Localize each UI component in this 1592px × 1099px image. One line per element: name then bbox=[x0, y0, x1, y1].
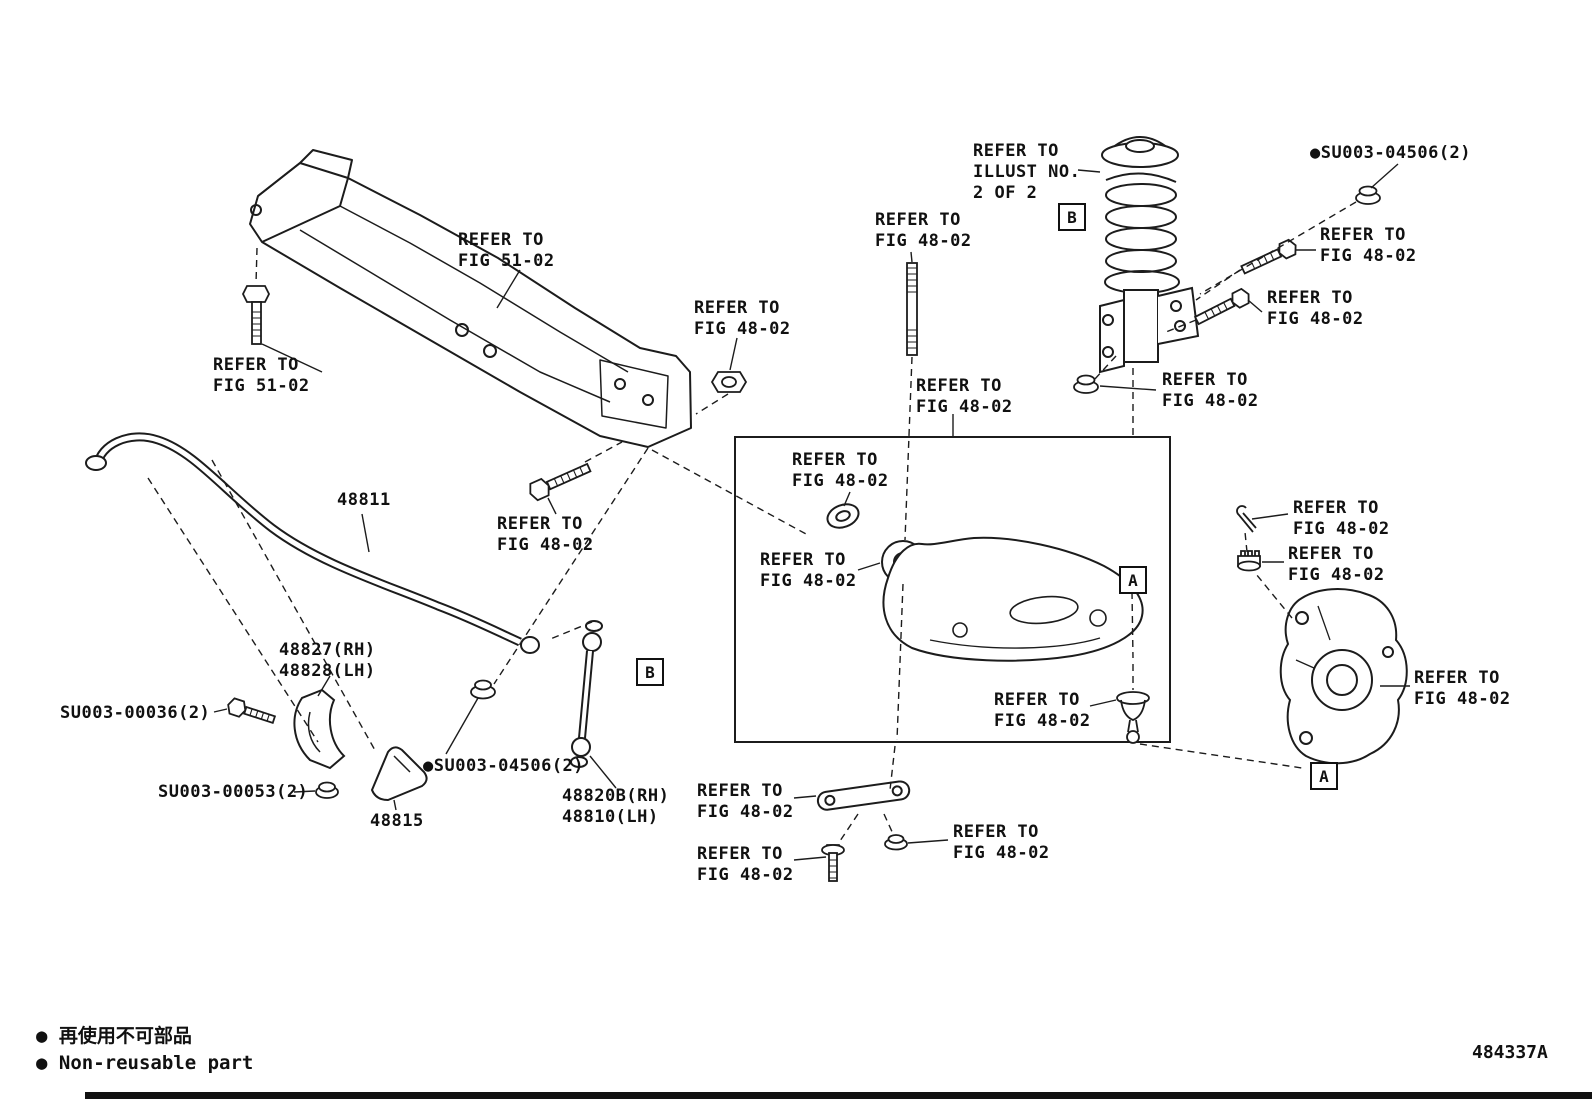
label-leader-lines bbox=[213, 163, 1410, 861]
part-label-su003-04506-mid: ●SU003-04506(2) bbox=[423, 756, 585, 776]
ref-label-fig48-cotter-pin: REFER TO FIG 48-02 bbox=[1293, 498, 1390, 539]
castle-nut bbox=[1237, 550, 1261, 572]
mounting-stud bbox=[906, 262, 918, 356]
part-label-48811: 48811 bbox=[337, 490, 391, 510]
ref-label-fig48-strut-bolt-upper: REFER TO FIG 48-02 bbox=[1320, 225, 1417, 266]
stabilizer-bar bbox=[85, 432, 540, 654]
ball-joint bbox=[1116, 691, 1150, 744]
legend-nonreusable-jp: ● 再使用不可部品 bbox=[36, 1025, 192, 1047]
part-label-48827-48828: 48827(RH) 48828(LH) bbox=[279, 640, 376, 681]
front-crossmember bbox=[249, 149, 692, 448]
part-label-48820b-48810: 48820B(RH) 48810(LH) bbox=[562, 786, 670, 827]
stabilizer-link bbox=[570, 620, 603, 768]
brace-nut bbox=[884, 834, 908, 851]
crossmember-mount-bolt bbox=[241, 285, 271, 345]
callout-a-knuckle: A bbox=[1310, 762, 1338, 790]
ref-label-fig48-strut-bolt-lower: REFER TO FIG 48-02 bbox=[1267, 288, 1364, 329]
part-label-su003-00036: SU003-00036(2) bbox=[60, 703, 211, 723]
ref-label-fig48-rear-bushing: REFER TO FIG 48-02 bbox=[760, 550, 857, 591]
arm-front-bushing bbox=[826, 503, 860, 529]
crossmember-bolt bbox=[529, 462, 592, 502]
ref-label-fig48-stud: REFER TO FIG 48-02 bbox=[875, 210, 972, 251]
steering-knuckle bbox=[1279, 588, 1408, 765]
stabilizer-bushing bbox=[370, 746, 428, 802]
ref-label-fig48-castle-nut: REFER TO FIG 48-02 bbox=[1288, 544, 1385, 585]
horizontal-scrollbar[interactable] bbox=[85, 1092, 1592, 1099]
strut-mount-nut bbox=[1355, 185, 1381, 205]
ref-label-fig51-crossmember: REFER TO FIG 51-02 bbox=[458, 230, 555, 271]
part-label-48815: 48815 bbox=[370, 811, 424, 831]
brace-bolt bbox=[821, 844, 845, 882]
stabilizer-bracket bbox=[293, 688, 346, 770]
callout-b-link: B bbox=[636, 658, 664, 686]
ref-label-fig48-brace-nut: REFER TO FIG 48-02 bbox=[953, 822, 1050, 863]
arm-brace bbox=[816, 780, 911, 811]
legend-nonreusable-en: ● Non-reusable part bbox=[36, 1052, 254, 1074]
callout-b-strut: B bbox=[1058, 203, 1086, 231]
ref-label-fig48-brace-bolt: REFER TO FIG 48-02 bbox=[697, 844, 794, 885]
ref-label-fig48-brace: REFER TO FIG 48-02 bbox=[697, 781, 794, 822]
cotter-pin bbox=[1236, 505, 1257, 533]
ref-label-fig48-detail-box: REFER TO FIG 48-02 bbox=[916, 376, 1013, 417]
part-label-su003-04506-top: ●SU003-04506(2) bbox=[1310, 143, 1472, 163]
ref-label-fig48-front-bushing: REFER TO FIG 48-02 bbox=[792, 450, 889, 491]
ref-label-fig48-ball-joint: REFER TO FIG 48-02 bbox=[994, 690, 1091, 731]
crossmember-nut bbox=[710, 371, 748, 393]
ref-label-illust-no: REFER TO ILLUST NO. 2 OF 2 bbox=[973, 141, 1081, 203]
strut-bolt-upper bbox=[1240, 238, 1297, 275]
strut-lower-nut bbox=[1073, 374, 1099, 394]
bracket-nut bbox=[315, 781, 339, 799]
lower-control-arm bbox=[826, 503, 1144, 662]
strut-bolt-lower bbox=[1193, 287, 1250, 326]
ref-label-fig48-crossmember-bolt: REFER TO FIG 48-02 bbox=[497, 514, 594, 555]
part-label-su003-00053: SU003-00053(2) bbox=[158, 782, 309, 802]
ref-label-fig48-strut-nut: REFER TO FIG 48-02 bbox=[1162, 370, 1259, 411]
stabilizer-link-nut bbox=[470, 679, 496, 700]
ref-label-fig51-bolt: REFER TO FIG 51-02 bbox=[213, 355, 310, 396]
figure-code: 484337A bbox=[1472, 1042, 1548, 1063]
assembly-dashed-lines bbox=[147, 201, 1357, 845]
ref-label-fig48-knuckle: REFER TO FIG 48-02 bbox=[1414, 668, 1511, 709]
strut-assembly bbox=[1099, 136, 1200, 374]
ref-label-fig48-crossmember-nut: REFER TO FIG 48-02 bbox=[694, 298, 791, 339]
callout-a-arm: A bbox=[1119, 566, 1147, 594]
bracket-bolt bbox=[227, 697, 277, 725]
